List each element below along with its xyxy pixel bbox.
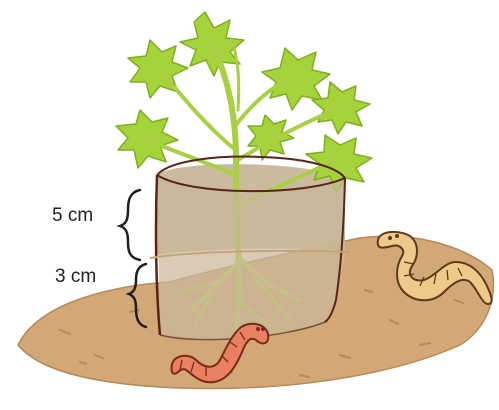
lower-depth-label: 3 cm bbox=[55, 266, 96, 288]
upper-depth-label: 5 cm bbox=[52, 205, 93, 227]
upper-depth-bracket bbox=[120, 190, 140, 260]
paper-collar bbox=[157, 175, 345, 340]
